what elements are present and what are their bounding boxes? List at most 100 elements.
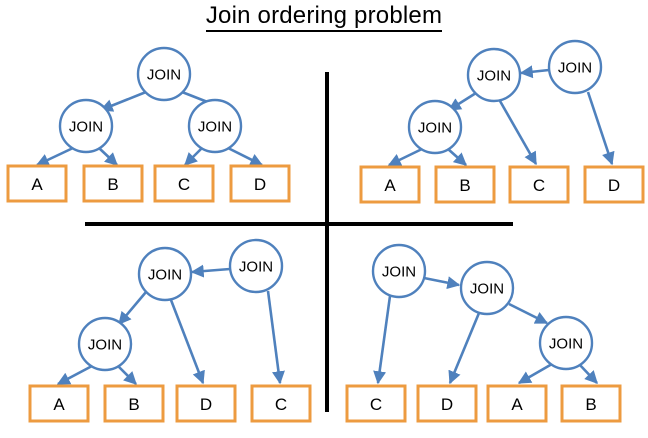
edge-top-right-middle-join-to-leaf-c	[498, 100, 538, 166]
join-node-label: JOIN	[147, 67, 181, 84]
join-node-bottom-right-middle-join[interactable]: JOIN	[459, 260, 515, 316]
relation-box-rect	[359, 165, 421, 204]
page-title: Join ordering problem	[0, 2, 648, 32]
edge-bottom-right-root-join-to-middle-join	[423, 276, 461, 290]
edge-bottom-left-lower-join-to-leaf-b	[117, 365, 137, 385]
relation-box-top-right-leaf-b[interactable]: B	[434, 165, 496, 204]
relation-box-top-right-leaf-c[interactable]: C	[508, 165, 570, 204]
relation-box-top-right-leaf-d[interactable]: D	[583, 165, 645, 204]
relation-box-label: C	[370, 395, 382, 414]
join-node-label: JOIN	[239, 259, 273, 276]
edge-bottom-left-middle-join-to-lower-join	[118, 291, 147, 325]
join-node-top-left-root-join[interactable]: JOIN	[136, 46, 192, 102]
relation-box-label: A	[53, 395, 65, 414]
relation-box-bottom-right-leaf-d[interactable]: D	[416, 384, 478, 423]
relation-box-bottom-right-leaf-c[interactable]: C	[345, 384, 407, 423]
join-node-circle	[547, 39, 603, 95]
edge-bottom-right-middle-join-to-leaf-d	[448, 312, 481, 385]
relation-box-label: B	[585, 395, 596, 414]
join-node-label: JOIN	[418, 120, 452, 137]
join-node-circle	[466, 47, 522, 103]
join-node-top-left-left-join[interactable]: JOIN	[58, 98, 114, 154]
join-node-bottom-left-middle-join[interactable]: JOIN	[137, 246, 193, 302]
relation-box-top-left-leaf-b[interactable]: B	[82, 164, 144, 203]
relation-box-rect	[229, 164, 291, 203]
join-node-circle	[538, 315, 594, 371]
edge-top-left-left-join-to-leaf-a	[35, 146, 74, 167]
relation-box-label: A	[511, 395, 523, 414]
relation-box-label: C	[275, 395, 287, 414]
join-node-bottom-left-lower-join[interactable]: JOIN	[77, 316, 133, 372]
relation-box-bottom-right-leaf-a[interactable]: A	[486, 384, 548, 423]
join-node-label: JOIN	[477, 68, 511, 85]
edge-top-left-root-join-to-left-join	[99, 90, 147, 112]
join-node-circle	[77, 316, 133, 372]
edge-bottom-left-root-join-to-leaf-c	[266, 290, 285, 385]
join-node-label: JOIN	[558, 60, 592, 77]
join-node-top-right-middle-join[interactable]: JOIN	[466, 47, 522, 103]
relation-box-top-left-leaf-d[interactable]: D	[229, 164, 291, 203]
relation-box-rect	[416, 384, 478, 423]
relation-box-rect	[486, 384, 548, 423]
relation-box-rect	[250, 384, 312, 423]
join-node-label: JOIN	[69, 119, 103, 136]
relation-box-label: C	[533, 176, 545, 195]
edge-top-left-left-join-to-leaf-b	[98, 147, 118, 166]
join-node-bottom-right-root-join[interactable]: JOIN	[371, 243, 427, 299]
relation-box-rect	[345, 384, 407, 423]
relation-box-rect	[583, 165, 645, 204]
edge-top-right-lower-join-to-leaf-a	[387, 147, 423, 167]
join-node-label: JOIN	[470, 281, 504, 298]
page-title-text: Join ordering problem	[205, 2, 443, 32]
relation-box-rect	[6, 164, 68, 203]
edge-bottom-left-root-join-to-middle-join	[190, 264, 231, 278]
edge-bottom-right-root-join-to-leaf-c	[373, 295, 392, 385]
relation-box-label: D	[254, 175, 266, 194]
relation-box-rect	[175, 384, 237, 423]
join-node-bottom-right-lower-join[interactable]: JOIN	[538, 315, 594, 371]
relation-box-top-right-leaf-a[interactable]: A	[359, 165, 421, 204]
join-node-label: JOIN	[382, 264, 416, 281]
relation-box-rect	[560, 384, 622, 423]
relation-box-label: B	[107, 175, 118, 194]
relation-box-bottom-left-leaf-c[interactable]: C	[250, 384, 312, 423]
relation-box-top-left-leaf-a[interactable]: A	[6, 164, 68, 203]
join-node-circle	[459, 260, 515, 316]
relation-box-bottom-left-leaf-d[interactable]: D	[175, 384, 237, 423]
relation-box-label: A	[384, 176, 396, 195]
relation-box-rect	[434, 165, 496, 204]
edge-top-right-root-join-to-middle-join	[519, 65, 550, 79]
relation-box-top-left-leaf-c[interactable]: C	[153, 164, 215, 203]
relation-box-bottom-left-leaf-b[interactable]: B	[103, 384, 165, 423]
relation-box-bottom-left-leaf-a[interactable]: A	[28, 384, 90, 423]
relation-box-label: C	[178, 175, 190, 194]
join-node-top-right-root-join[interactable]: JOIN	[547, 39, 603, 95]
join-node-label: JOIN	[549, 336, 583, 353]
relation-box-bottom-right-leaf-b[interactable]: B	[560, 384, 622, 423]
edge-top-right-root-join-to-leaf-d	[586, 91, 615, 166]
join-node-circle	[228, 238, 284, 294]
relation-box-rect	[153, 164, 215, 203]
join-node-label: JOIN	[198, 119, 232, 136]
join-node-top-left-right-join[interactable]: JOIN	[187, 98, 243, 154]
edge-bottom-left-lower-join-to-leaf-a	[56, 364, 93, 386]
join-node-circle	[371, 243, 427, 299]
relation-box-label: B	[459, 176, 470, 195]
join-node-bottom-left-root-join[interactable]: JOIN	[228, 238, 284, 294]
relation-box-rect	[82, 164, 144, 203]
edge-top-left-right-join-to-leaf-d	[227, 146, 264, 167]
join-node-circle	[187, 98, 243, 154]
join-node-label: JOIN	[148, 267, 182, 284]
join-node-label: JOIN	[88, 337, 122, 354]
edges-layer	[35, 65, 615, 386]
relation-box-label: D	[608, 176, 620, 195]
join-node-top-right-lower-join[interactable]: JOIN	[407, 99, 463, 155]
relation-box-rect	[28, 384, 90, 423]
relation-box-rect	[508, 165, 570, 204]
relation-box-rect	[103, 384, 165, 423]
edge-top-right-lower-join-to-leaf-b	[447, 148, 467, 166]
relation-box-label: D	[441, 395, 453, 414]
